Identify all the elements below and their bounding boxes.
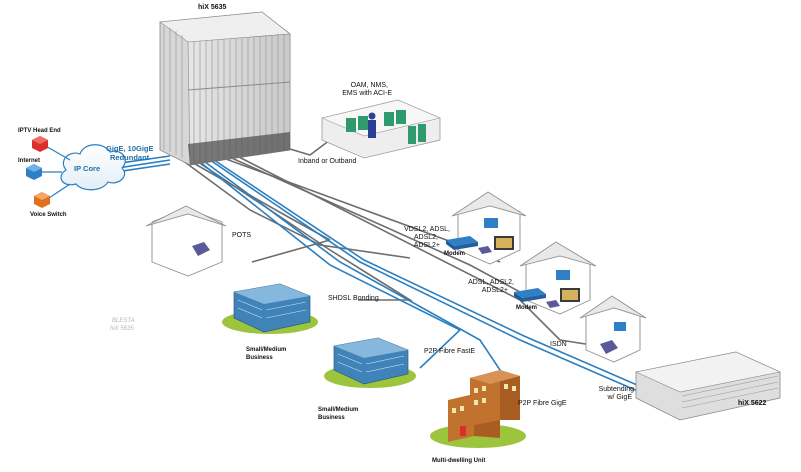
subtending-line1: Subtending: [598, 386, 634, 393]
main-rack-title: hiX 5635: [198, 4, 227, 11]
smb-2-icon: [324, 337, 416, 388]
modem-adsl-label: Modem: [516, 305, 537, 311]
isdn-label: ISDN: [550, 341, 567, 348]
vdsl-line1: VDSL2, ADSL,: [404, 226, 450, 233]
house-pots-icon: [145, 205, 227, 277]
line-uplink-2: [117, 159, 171, 169]
internet-label: Internet: [18, 158, 41, 164]
line-uplink-3: [115, 163, 171, 173]
line-p2p-faste: [199, 161, 462, 369]
sub-rack-title: hiX 5622: [738, 400, 767, 407]
line-uplink-1: [119, 155, 171, 164]
inband-label: Inband or Outband: [298, 158, 357, 165]
line-subtending-1: [209, 159, 641, 393]
mdu-label: Multi-dwelling Unit: [432, 458, 486, 464]
house-isdn-icon: [579, 295, 647, 363]
p2p-gige-label: P2P Fibre GigE: [518, 400, 567, 407]
smb-1-icon: [222, 283, 318, 334]
mdu-icon: [430, 370, 526, 448]
modem-vdsl-label: Modem: [444, 251, 465, 257]
uplink-line1: GigE, 10GigE: [106, 144, 154, 153]
oam-station-icon: [321, 99, 441, 159]
modem-vdsl-icon: [446, 236, 478, 250]
sub-rack-icon: [635, 351, 781, 421]
smb-1-line1: Small/Medium: [246, 347, 287, 353]
watermark-line2: hiX 5635: [110, 326, 134, 332]
oam-line1: OAM, NMS,: [350, 82, 388, 89]
tv-vdsl-icon: [478, 236, 514, 254]
vdsl-line2: ADSL2,: [413, 234, 438, 241]
uplink-line2: Redundant: [110, 153, 150, 162]
voice-label: Voice Switch: [30, 212, 67, 218]
line-subtending-2: [213, 159, 645, 389]
tv-adsl-icon: [546, 288, 580, 308]
ip-core-cloud: [60, 144, 126, 191]
iptv-label: IPTV Head End: [18, 128, 61, 134]
router-internet-icon: [26, 164, 42, 180]
line-to-vdsl-house: [181, 159, 411, 259]
modem-adsl-icon: [514, 288, 546, 302]
smb-2-line2: Business: [318, 415, 345, 421]
smb-2-line1: Small/Medium: [318, 407, 359, 413]
watermark-line1: BLESTA: [112, 318, 135, 324]
vdsl-line3: ADSL2+: [413, 242, 440, 249]
pots-label: POTS: [232, 232, 252, 239]
smb-1-line2: Business: [246, 355, 273, 361]
subtending-line2: w/ GigE: [607, 394, 632, 401]
line-pots-end: [251, 239, 331, 263]
ip-core-label: IP Core: [74, 164, 101, 173]
adsl-line2: ADSL2+: [481, 287, 508, 294]
main-rack-icon: [159, 11, 291, 166]
shdsl-label: SHDSL Bonding: [328, 295, 379, 302]
router-voice-icon: [34, 192, 50, 208]
line-isdn: [234, 154, 593, 346]
router-iptv-icon: [32, 136, 48, 152]
adsl-line1: ADSL, ADSL2,: [468, 279, 514, 286]
line-shdsl: [194, 159, 413, 301]
oam-line2: EMS with ACI-E: [342, 90, 392, 97]
p2p-faste-label: P2P Fibre FastE: [424, 348, 476, 355]
